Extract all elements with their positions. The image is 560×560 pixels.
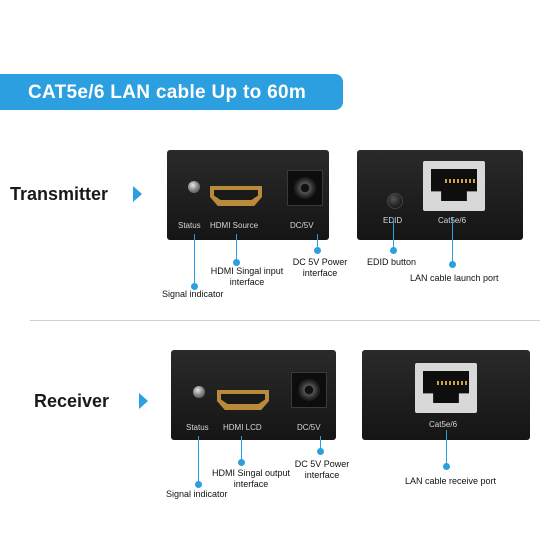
callout-dot: [390, 247, 397, 254]
callout-dot: [238, 459, 245, 466]
hdmi-label: HDMI LCD: [223, 423, 262, 432]
hdmi-label: HDMI Source: [210, 221, 259, 230]
dc-power-jack-icon: [291, 372, 327, 408]
status-label: Status: [186, 423, 209, 432]
receiver-back-panel: Cat5e/6: [362, 350, 530, 440]
callout-line: [446, 430, 447, 466]
callout-line: [241, 436, 242, 462]
edid-button-icon: [387, 193, 403, 209]
status-led-icon: [193, 386, 205, 398]
dc-power-jack-icon: [287, 170, 323, 206]
signal-indicator-caption: Signal indicator: [166, 489, 228, 499]
dc-label: DC/5V: [297, 423, 321, 432]
transmitter-arrow-icon: [133, 186, 142, 202]
edid-button-caption: EDID button: [367, 257, 417, 267]
title-banner: CAT5e/6 LAN cable Up to 60m: [0, 74, 343, 110]
callout-dot: [233, 259, 240, 266]
status-label: Status: [178, 221, 201, 230]
hdmi-input-caption-line1: HDMI Singal input: [210, 266, 284, 276]
callout-dot: [195, 481, 202, 488]
rj45-port-icon: [423, 161, 485, 211]
hdmi-output-caption-line2: interface: [233, 479, 269, 489]
callout-line: [194, 234, 195, 286]
lan-launch-caption: LAN cable launch port: [410, 273, 499, 283]
dc-power-caption-line1: DC 5V Power: [294, 459, 350, 469]
callout-line: [317, 234, 318, 250]
transmitter-front-panel: Status HDMI Source DC/5V: [167, 150, 329, 240]
callout-dot: [317, 448, 324, 455]
hdmi-port-icon: [217, 390, 269, 410]
callout-line: [320, 436, 321, 452]
hdmi-input-caption-line2: interface: [229, 277, 265, 287]
receiver-front-panel: Status HDMI LCD DC/5V: [171, 350, 336, 440]
receiver-arrow-icon: [139, 393, 148, 409]
signal-indicator-caption: Signal indicator: [162, 289, 224, 299]
banner-title: CAT5e/6 LAN cable Up to 60m: [28, 82, 307, 103]
dc-power-caption-line2: interface: [302, 268, 338, 278]
lan-label: Cat5e/6: [429, 420, 458, 429]
transmitter-label: Transmitter: [10, 184, 109, 204]
lan-receive-caption: LAN cable receive port: [405, 476, 497, 486]
rj45-port-icon: [415, 363, 477, 413]
hdmi-port-icon: [210, 186, 262, 206]
callout-line: [198, 436, 199, 484]
edid-label: EDID: [383, 216, 402, 225]
dc-label: DC/5V: [290, 221, 314, 230]
dc-power-caption-line2: interface: [304, 470, 340, 480]
callout-line: [236, 234, 237, 262]
callout-line: [452, 218, 453, 264]
callout-dot: [449, 261, 456, 268]
dc-power-caption-line1: DC 5V Power: [292, 257, 348, 267]
callout-dot: [314, 247, 321, 254]
receiver-label: Receiver: [34, 391, 110, 411]
callout-dot: [443, 463, 450, 470]
hdmi-output-caption-line1: HDMI Singal output: [211, 468, 291, 478]
callout-dot: [191, 283, 198, 290]
transmitter-back-panel: EDID Cat5e/6: [357, 150, 523, 240]
section-divider: [30, 320, 540, 321]
callout-line: [393, 218, 394, 250]
status-led-icon: [188, 181, 200, 193]
